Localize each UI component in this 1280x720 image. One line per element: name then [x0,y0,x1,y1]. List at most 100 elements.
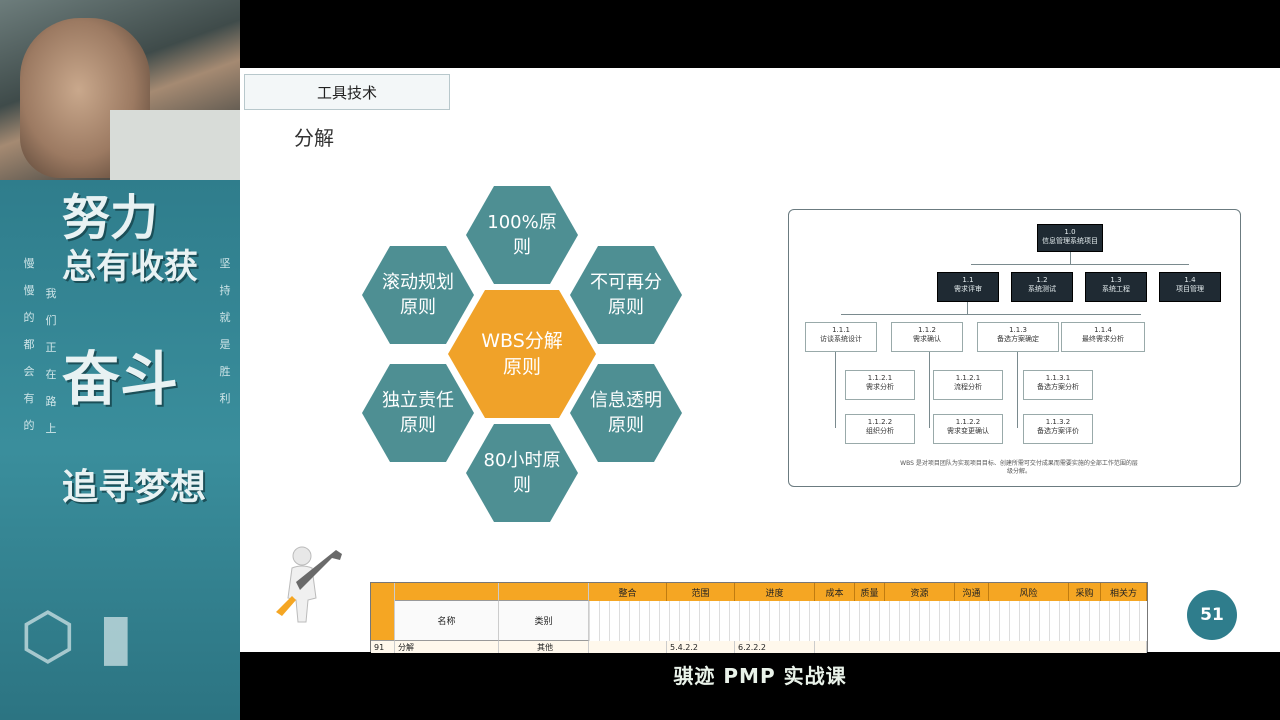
presentation-slide: 工具技术 分解 100%原则 不可再分原则 信息透明原则 80小时原则 独立责任… [240,68,1280,653]
process-subcolumn [1129,601,1139,641]
page-number-badge: 51 [1187,590,1237,640]
process-subcolumn [1019,601,1029,641]
hex-rolling-wave-rule: 滚动规划原则 [362,246,474,344]
process-subcolumn [629,601,639,641]
group-quality: 质量 [855,583,885,601]
section-tab: 工具技术 [244,74,450,110]
process-subcolumn [859,601,869,641]
process-subcolumn [1069,601,1079,641]
process-subcolumn [619,601,629,641]
group-stakeholder: 相关方 [1101,583,1147,601]
row-schedule-ref: 6.2.2.2 [735,641,815,653]
process-subcolumn [989,601,999,641]
banner-side-left: 慢慢的都会有的 [23,257,35,432]
banner-line-1: 努力 [62,190,159,246]
group-cost: 成本 [815,583,855,601]
banner-logo-icon: ⬡ ▮ [20,600,134,674]
process-subcolumn [819,601,829,641]
banner-line-2: 总有收获 [62,247,198,287]
webcam-video [0,0,240,180]
process-subcolumn [839,601,849,641]
row-rest-cells [815,641,1147,653]
process-subcolumn [689,601,699,641]
process-subcolumn [599,601,609,641]
process-subcolumn [649,601,659,641]
process-subcolumn [1089,601,1099,641]
process-subcolumn [769,601,779,641]
process-subcolumn [829,601,839,641]
process-subcolumn [1079,601,1089,641]
process-subcolumn [1009,601,1019,641]
process-subcolumn [659,601,669,641]
video-subtitle: 骐迹 PMP 实战课 [673,664,847,688]
process-subcolumn [1049,601,1059,641]
process-subcolumn [609,601,619,641]
process-subcolumn [979,601,989,641]
process-subcolumn [709,601,719,641]
table-corner [371,583,395,641]
group-procurement: 采购 [1069,583,1101,601]
group-schedule: 进度 [735,583,815,601]
process-subcolumn [889,601,899,641]
process-subcolumn [899,601,909,641]
process-subcolumn [929,601,939,641]
process-subcolumn [809,601,819,641]
motivational-banner: 努力 总有收获 奋斗 追寻梦想 慢慢的都会有的 我们正在路上 坚持就是胜利 ⬡ … [0,180,240,720]
group-scope: 范围 [667,583,735,601]
figure-wrench-icon [276,546,342,623]
process-subcolumn [1099,601,1109,641]
process-subcolumn [909,601,919,641]
process-subcolumn [799,601,809,641]
process-subcolumn [789,601,799,641]
banner-line-3: 奋斗 [62,345,179,413]
table-name-top [395,583,499,601]
hex-independent-responsibility-rule: 独立责任原则 [362,364,474,462]
process-subcolumn [669,601,679,641]
process-subcolumn [939,601,949,641]
process-subcolumn [739,601,749,641]
left-panel: 努力 总有收获 奋斗 追寻梦想 慢慢的都会有的 我们正在路上 坚持就是胜利 ⬡ … [0,0,240,720]
banner-line-4: 追寻梦想 [62,467,207,508]
presenter-shirt [110,110,240,180]
process-subcolumn [949,601,959,641]
process-subcolumn [879,601,889,641]
process-subcolumn [919,601,929,641]
hex-info-transparency-rule: 信息透明原则 [570,364,682,462]
process-subcolumn [999,601,1009,641]
process-subcolumn [759,601,769,641]
row-scope-ref: 5.4.2.2 [667,641,735,653]
process-subcolumn [869,601,879,641]
hex-100-percent-rule: 100%原则 [466,186,578,284]
process-subcolumn [1039,601,1049,641]
process-subcolumn [1119,601,1129,641]
process-subcolumn [779,601,789,641]
hex-80-hour-rule: 80小时原则 [466,424,578,522]
row-type: 其他 [499,641,589,653]
process-subcolumn [849,601,859,641]
group-integration: 整合 [589,583,667,601]
table-name-header: 名称 [395,601,499,641]
hex-no-further-split-rule: 不可再分原则 [570,246,682,344]
process-subcolumn [1109,601,1119,641]
process-subcolumn [1139,601,1149,641]
table-type-top [499,583,589,601]
banner-side-right: 坚持就是胜利 [219,257,231,405]
process-subcolumn [589,601,599,641]
row-index: 91 [371,641,395,653]
process-subcolumn [959,601,969,641]
